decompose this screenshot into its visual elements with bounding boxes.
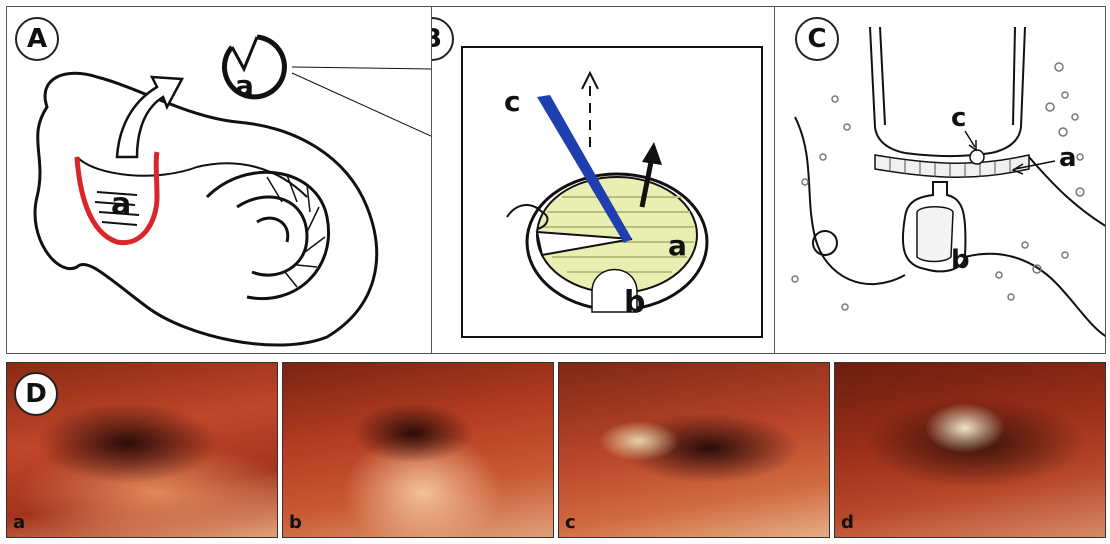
panel-a: A a a bbox=[6, 6, 432, 354]
ossicle-detail-illustration bbox=[432, 7, 774, 354]
panel-c: C c a b bbox=[774, 6, 1106, 354]
label-c-b: b bbox=[951, 245, 970, 275]
panel-c-tag: C bbox=[795, 17, 839, 61]
panel-b: B c a b bbox=[432, 6, 774, 354]
label-a-main: a bbox=[111, 187, 131, 222]
curved-arrow bbox=[117, 77, 182, 157]
label-c-c: c bbox=[951, 103, 966, 133]
photo-b-label: b bbox=[289, 512, 302, 533]
photo-c-label: c bbox=[565, 512, 576, 533]
photo-a-label: a bbox=[13, 512, 25, 533]
label-c-a: a bbox=[1059, 143, 1077, 173]
panel-d-tag: D bbox=[14, 372, 58, 416]
label-b-a: a bbox=[668, 229, 687, 262]
photo-d-label: d bbox=[841, 512, 854, 533]
panel-a-tag: A bbox=[15, 17, 59, 61]
label-b-c: c bbox=[504, 85, 521, 118]
label-b-b: b bbox=[624, 285, 645, 320]
photo-d: d bbox=[834, 362, 1106, 538]
ear-ossicle-illustration bbox=[7, 7, 432, 354]
photo-c: c bbox=[558, 362, 830, 538]
label-a-top: a bbox=[235, 69, 254, 102]
photo-b: b bbox=[282, 362, 554, 538]
